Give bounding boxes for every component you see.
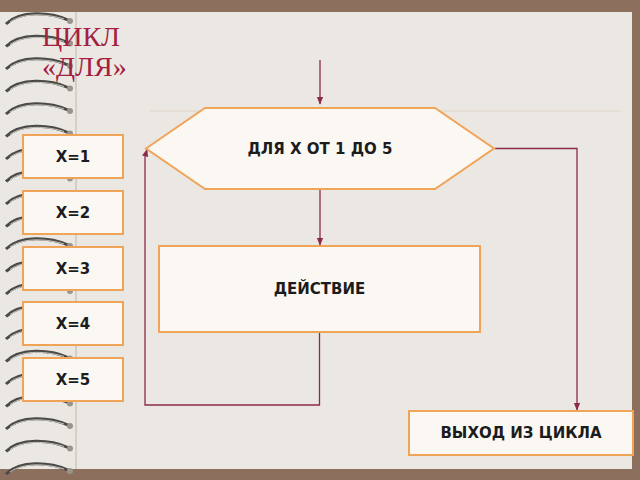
node-label: X=1 bbox=[56, 148, 91, 166]
flow-connector bbox=[319, 190, 320, 245]
binding-ring-highlight bbox=[10, 82, 64, 89]
node-label: ВЫХОД ИЗ ЦИКЛА bbox=[440, 424, 601, 442]
loop-header-hexagon: ДЛЯ Х ОТ 1 ДО 5 bbox=[145, 107, 495, 190]
entry-line bbox=[319, 60, 320, 104]
value-box: X=3 bbox=[22, 246, 124, 291]
binding-ring-highlight bbox=[10, 442, 64, 449]
node-label: X=4 bbox=[56, 315, 91, 333]
binding-hole bbox=[67, 423, 73, 429]
binding-ring bbox=[6, 464, 68, 474]
binding-hole bbox=[67, 446, 73, 452]
value-box: X=2 bbox=[22, 190, 124, 235]
binding-ring bbox=[6, 419, 68, 429]
binding-ring bbox=[6, 104, 68, 114]
binding-ring-highlight bbox=[10, 15, 64, 22]
binding-ring bbox=[6, 81, 68, 91]
value-box: X=1 bbox=[22, 134, 124, 179]
spiral-binding bbox=[6, 14, 73, 474]
flow-connector bbox=[495, 149, 577, 411]
node-label: ДЕЙСТВИЕ bbox=[274, 280, 366, 298]
binding-hole bbox=[67, 86, 73, 92]
binding-hole bbox=[67, 468, 73, 474]
binding-hole bbox=[67, 108, 73, 114]
process-box: ДЕЙСТВИЕ bbox=[158, 245, 481, 333]
slide-title: ЦИКЛ «ДЛЯ» bbox=[42, 22, 167, 82]
node-label: ДЛЯ Х ОТ 1 ДО 5 bbox=[247, 140, 392, 158]
node-label: X=2 bbox=[56, 204, 91, 222]
exit-box: ВЫХОД ИЗ ЦИКЛА bbox=[408, 410, 634, 456]
binding-ring-highlight bbox=[10, 465, 64, 472]
slide-panel bbox=[0, 12, 632, 469]
binding-ring-highlight bbox=[10, 420, 64, 427]
binding-ring bbox=[6, 441, 68, 451]
value-box: X=4 bbox=[22, 301, 124, 346]
value-box: X=5 bbox=[22, 357, 124, 402]
node-label: X=3 bbox=[56, 260, 91, 278]
node-label: X=5 bbox=[56, 371, 91, 389]
binding-ring-highlight bbox=[10, 105, 64, 112]
